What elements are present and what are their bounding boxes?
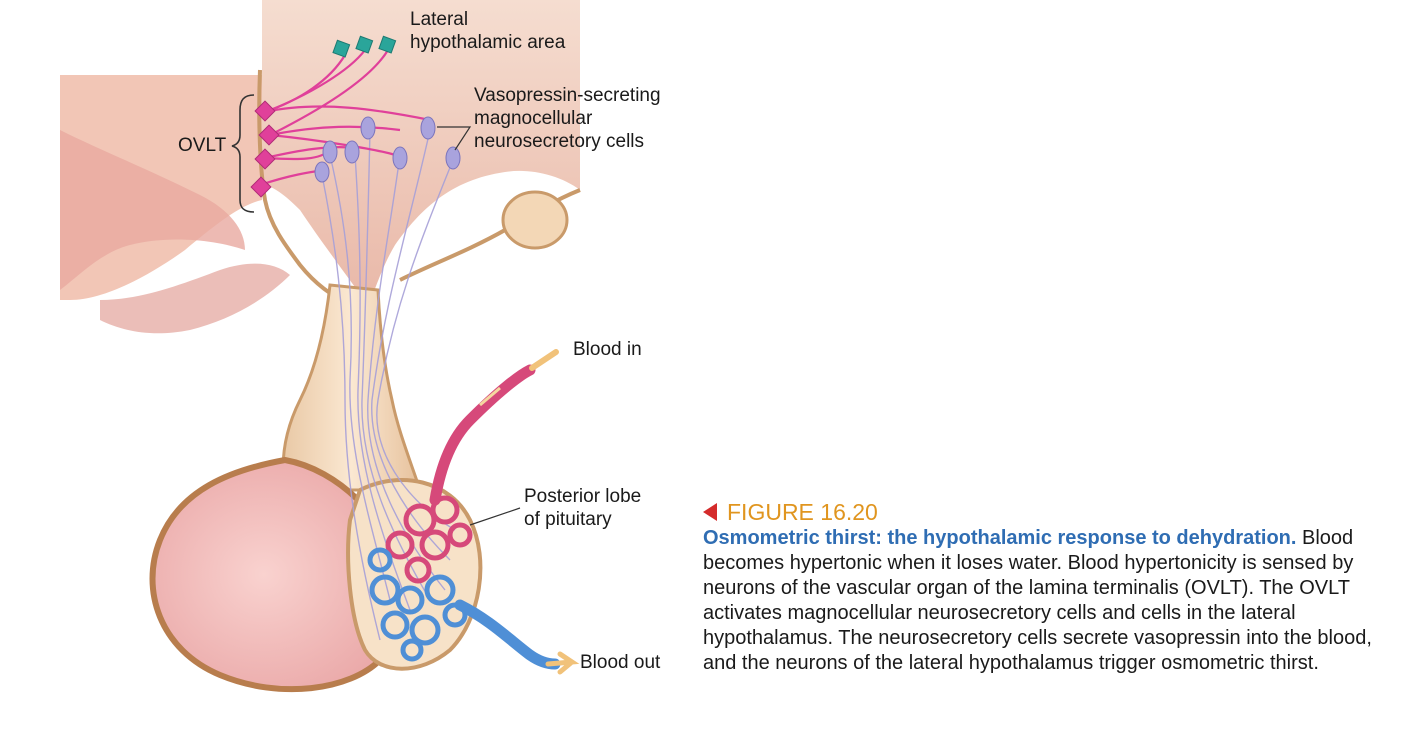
label-lateral-hypothalamic-area: Lateral hypothalamic area <box>410 9 566 53</box>
artery <box>429 364 536 506</box>
figure-number: FIGURE 16.20 <box>727 499 878 525</box>
ovlt-cells <box>250 100 280 198</box>
pituitary-illustration <box>60 0 581 693</box>
hypothalamus-tissue <box>60 0 581 334</box>
blood-in-arrow <box>529 349 559 371</box>
ovlt-bracket <box>231 94 255 213</box>
lateral-hypothalamic-cells <box>332 35 397 58</box>
label-blood-in: Blood in <box>573 339 642 360</box>
leader-lines <box>437 126 521 526</box>
vein <box>454 599 561 670</box>
label-vasopressin-cells: Vasopressin-secreting magnocellular neur… <box>474 85 661 152</box>
label-blood-out: Blood out <box>580 652 661 673</box>
neural-connections <box>259 49 431 187</box>
capillary-network <box>367 495 473 662</box>
blood-out-arrow <box>545 651 580 675</box>
caption-arrow-icon <box>703 503 717 521</box>
vasopressin-cells <box>314 116 461 183</box>
label-ovlt: OVLT <box>178 135 227 156</box>
caption-body: Blood becomes hypertonic when it loses w… <box>703 527 1372 674</box>
caption-text: Osmometric thirst: the hypothalamic resp… <box>703 526 1393 676</box>
figure-heading: FIGURE 16.20 <box>703 498 1393 526</box>
figure-caption: FIGURE 16.20 Osmometric thirst: the hypo… <box>703 498 1393 676</box>
caption-title: Osmometric thirst: the hypothalamic resp… <box>703 527 1297 549</box>
label-posterior-lobe: Posterior lobe of pituitary <box>524 486 642 530</box>
